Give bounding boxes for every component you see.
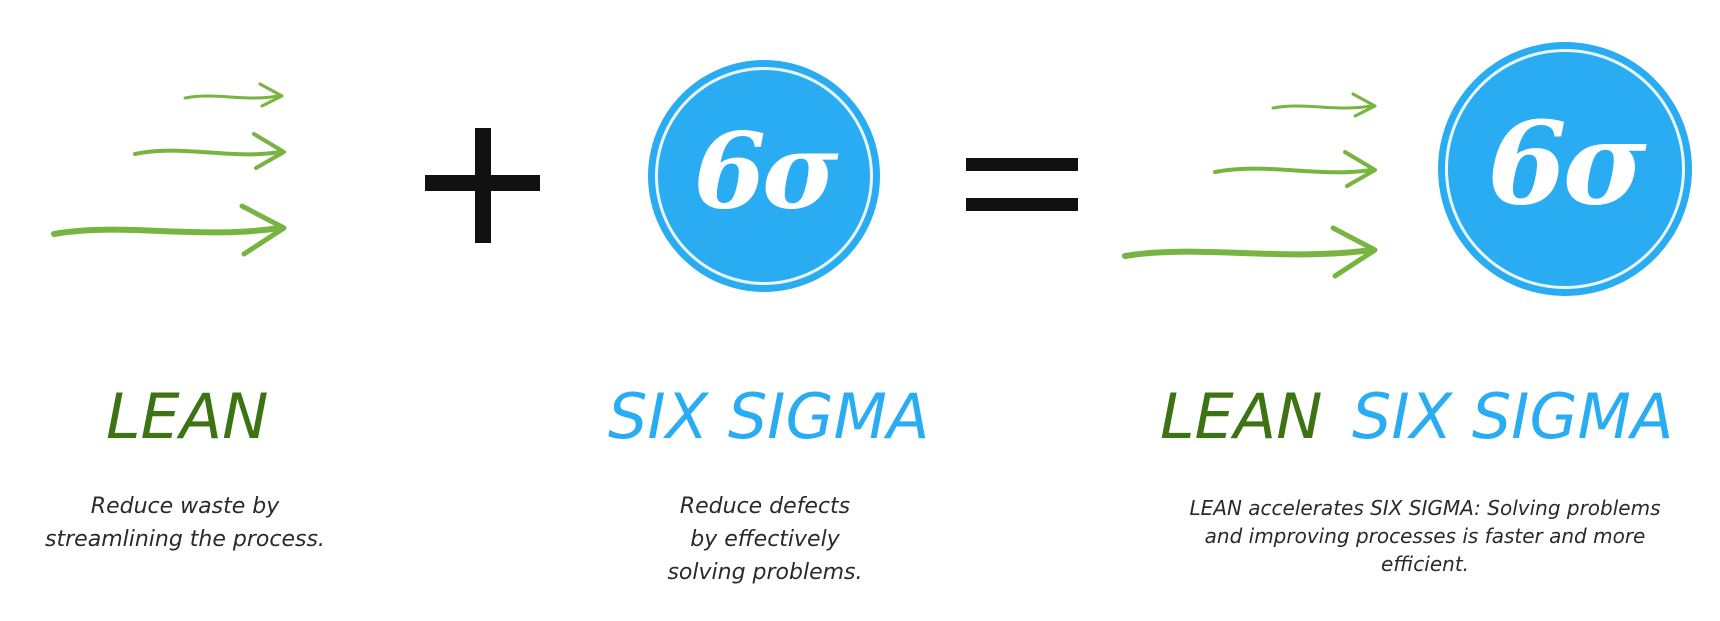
six-sigma-description: Reduce defects by effectively solving pr… <box>620 490 910 589</box>
lean-six-sigma-title-lean: LEAN <box>1160 380 1323 453</box>
lean-six-sigma-description-line: and improving processes is faster and mo… <box>1204 524 1646 548</box>
lean-description-line: Reduce waste by <box>90 494 280 519</box>
six-sigma-ring <box>655 67 873 285</box>
lean-description-line: streamlining the process. <box>45 527 325 552</box>
six-sigma-description-line: solving problems. <box>667 560 863 585</box>
lean-title: LEAN <box>106 380 269 453</box>
lean-six-sigma-circle-icon: 6σ <box>1438 42 1692 296</box>
plus-horizontal-bar <box>425 175 540 191</box>
six-sigma-description-line: Reduce defects <box>679 494 851 519</box>
lean-six-sigma-description-line: LEAN accelerates SIX SIGMA: Solving prob… <box>1189 496 1661 520</box>
lean-six-sigma-description: LEAN accelerates SIX SIGMA: Solving prob… <box>1140 494 1710 578</box>
six-sigma-description-line: by effectively <box>690 527 840 552</box>
six-sigma-symbol: 6σ <box>693 109 838 233</box>
plus-icon <box>425 128 540 243</box>
lean-six-sigma-ring <box>1445 49 1685 289</box>
lean-six-sigma-description-line: efficient. <box>1380 552 1470 576</box>
equals-icon <box>966 158 1078 214</box>
lean-six-sigma-title-sigma: SIX SIGMA <box>1352 380 1674 453</box>
lean-six-sigma-symbol: 6σ <box>1487 96 1646 231</box>
lean-arrows-icon <box>40 70 310 280</box>
lean-description: Reduce waste by streamlining the process… <box>0 490 370 556</box>
equals-top-bar <box>966 158 1078 171</box>
equals-bottom-bar <box>966 198 1078 211</box>
six-sigma-title: SIX SIGMA <box>608 380 930 453</box>
lean-six-sigma-arrows-icon <box>1115 80 1385 290</box>
six-sigma-icon: 6σ <box>648 60 880 292</box>
